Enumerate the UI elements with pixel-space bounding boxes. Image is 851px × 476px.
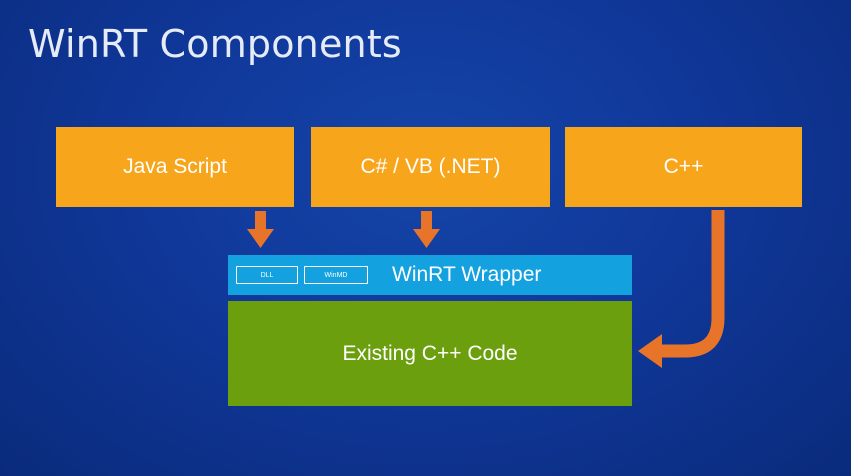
winrt-wrapper-box: DLL WinMD WinRT Wrapper <box>228 255 632 295</box>
winmd-chip: WinMD <box>304 266 368 284</box>
javascript-box: Java Script <box>56 127 294 207</box>
winrt-wrapper-label: WinRT Wrapper <box>392 263 542 286</box>
cpp-label: C++ <box>663 155 704 178</box>
javascript-label: Java Script <box>123 155 227 178</box>
dotnet-label: C# / VB (.NET) <box>360 155 501 178</box>
cpp-box: C++ <box>565 127 802 207</box>
dotnet-box: C# / VB (.NET) <box>311 127 550 207</box>
existing-cpp-code-box: Existing C++ Code <box>228 301 632 406</box>
existing-cpp-code-label: Existing C++ Code <box>342 341 518 365</box>
dll-chip: DLL <box>236 266 298 284</box>
arrow-dotnet-to-wrapper <box>413 211 440 248</box>
slide-title: WinRT Components <box>28 22 402 66</box>
arrow-cpp-to-existing-code <box>638 210 725 368</box>
arrow-javascript-to-wrapper <box>247 211 274 248</box>
